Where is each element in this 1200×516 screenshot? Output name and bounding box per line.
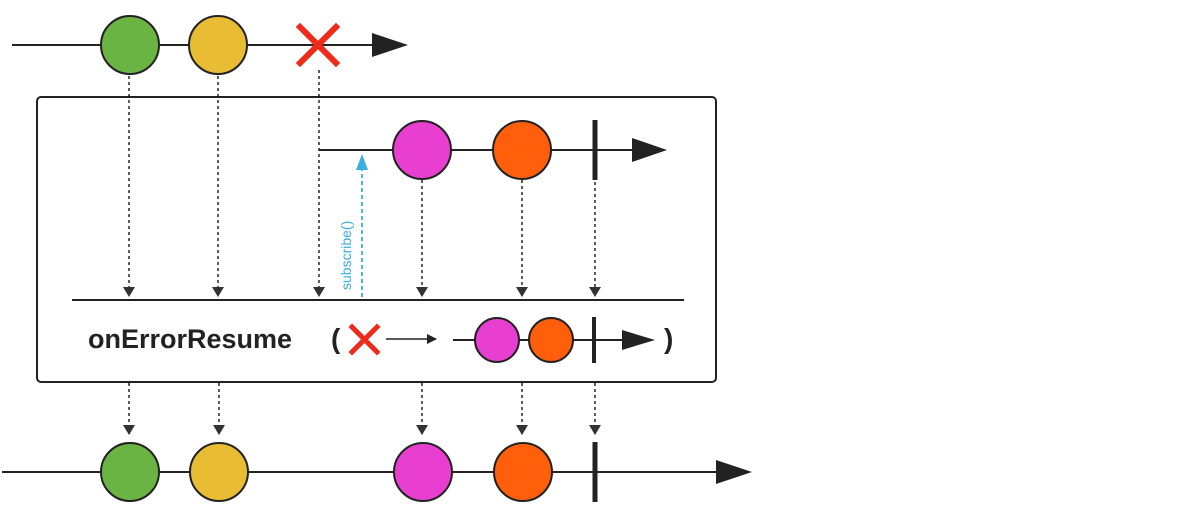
- source-error-x-icon: [295, 22, 341, 68]
- label-mini-arrow-head: [622, 330, 655, 350]
- result-arrow-head: [716, 460, 752, 484]
- result-marble-orange: [493, 442, 553, 502]
- source-arrow-head: [372, 33, 408, 57]
- subscribe-label: subscribe(): [338, 221, 354, 290]
- operator-to-result-arrows: [123, 383, 601, 435]
- operator-label-group: onErrorResume ( ): [88, 317, 673, 363]
- operator-name: onErrorResume: [88, 324, 292, 354]
- result-marble-magenta: [393, 442, 453, 502]
- source-marble-yellow: [188, 15, 248, 75]
- result-marble-yellow: [189, 442, 249, 502]
- fallback-arrow-head: [632, 138, 667, 162]
- label-mini-marble-orange: [528, 317, 574, 363]
- label-mini-marble-magenta: [474, 317, 520, 363]
- operator-close-paren: ): [664, 323, 673, 354]
- source-marble-green: [100, 15, 160, 75]
- fallback-marble-orange: [492, 120, 552, 180]
- result-marble-green: [100, 442, 160, 502]
- source-timeline: [12, 15, 408, 75]
- fallback-to-operator-arrows: [416, 180, 601, 297]
- subscribe-arrow-head: [356, 154, 368, 170]
- fallback-timeline: [319, 120, 667, 180]
- label-error-x-icon: [348, 323, 381, 356]
- subscribe-arrow: subscribe(): [338, 154, 368, 297]
- result-timeline: [2, 442, 752, 502]
- operator-open-paren: (: [331, 323, 341, 354]
- operator-box: [36, 96, 717, 383]
- fallback-marble-magenta: [392, 120, 452, 180]
- source-to-operator-arrows: [123, 70, 325, 297]
